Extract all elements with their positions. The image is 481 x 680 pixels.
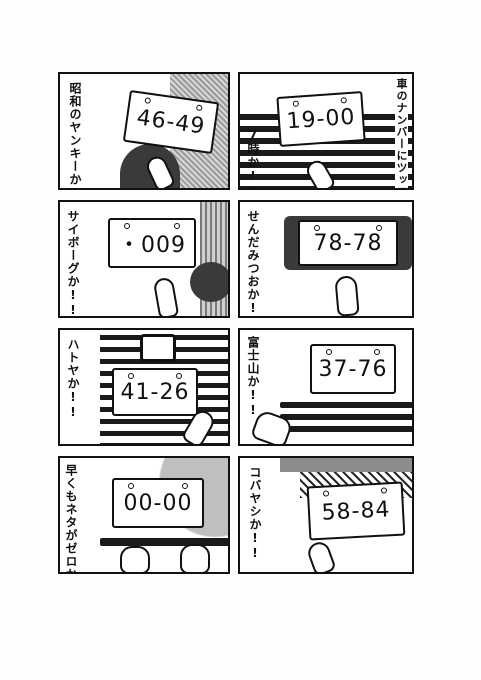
plate-number: 41-26 (120, 379, 190, 405)
plate-bolt (322, 490, 330, 497)
plate-bolt (144, 97, 152, 104)
caption: ハトヤか!! (66, 338, 80, 420)
license-plate: 41-26 (112, 368, 198, 416)
license-plate: 78-78 (298, 220, 398, 266)
caption-answer: 7時か!! (246, 128, 260, 190)
license-plate: 00-00 (112, 478, 204, 528)
hand-left (120, 546, 150, 572)
license-plate: 58-84 (306, 481, 406, 541)
caption: 昭和のヤンキーか!! (68, 82, 82, 190)
pointing-finger (152, 276, 180, 316)
caption: サイボーグか!! (66, 210, 80, 318)
plate-bolt (326, 349, 332, 355)
plate-bolt (314, 225, 320, 231)
license-plate: 19-00 (276, 91, 366, 147)
plate-bolt (128, 483, 134, 489)
plate-bolt (124, 223, 130, 229)
panel-7: 00-00 早くもネタがゼロか!! (58, 456, 230, 574)
panel-4: 78-78 せんだみつおか!! (238, 200, 414, 318)
plate-number: 19-00 (285, 104, 357, 134)
pointing-finger (334, 275, 360, 316)
plate-bolt (128, 373, 134, 379)
panel-2: 19-00 車のナンバーにツッコミを入れてみる…… 7時か!! (238, 72, 414, 190)
caption: 早くもネタがゼロか!! (64, 464, 78, 574)
caption: せんだみつおか!! (246, 210, 260, 318)
plate-bolt (176, 373, 182, 379)
plate-bolt (376, 225, 382, 231)
panel-3: ・009 サイボーグか!! (58, 200, 230, 318)
panel-8: 58-84 コバヤシか!! (238, 456, 414, 574)
license-plate: ・009 (108, 218, 196, 268)
tire (190, 262, 228, 302)
panel-1: 46-49 昭和のヤンキーか!! (58, 72, 230, 190)
bumper-stripe (280, 402, 412, 408)
bumper-stripe (280, 414, 412, 420)
plate-bolt (374, 349, 380, 355)
plate-bolt (292, 100, 300, 107)
caption: コバヤシか!! (248, 466, 262, 561)
license-plate: 37-76 (310, 344, 396, 394)
plate-number: 00-00 (123, 490, 193, 516)
bumper-stripe (280, 426, 412, 432)
pointing-finger (305, 539, 337, 572)
bumper-stripe (100, 538, 228, 546)
license-plate: 46-49 (122, 89, 220, 155)
panel-5: 41-26 ハトヤか!! (58, 328, 230, 446)
plate-bolt (195, 104, 203, 112)
caption: 富士山か!! (246, 336, 260, 418)
plate-number: 78-78 (313, 230, 383, 256)
plate-bolt (380, 487, 388, 494)
plate-bolt (174, 223, 180, 229)
caption: 車のナンバーにツッコミを入れてみる…… (395, 78, 408, 188)
car-emblem (140, 334, 176, 362)
panel-6: 37-76 富士山か!! (238, 328, 414, 446)
plate-number: 58-84 (320, 496, 392, 526)
plate-bolt (182, 483, 188, 489)
plate-bolt (340, 97, 347, 104)
hood (280, 458, 412, 472)
hand-right (180, 544, 210, 572)
plate-number: 37-76 (318, 356, 388, 382)
plate-number: ・009 (118, 233, 186, 258)
